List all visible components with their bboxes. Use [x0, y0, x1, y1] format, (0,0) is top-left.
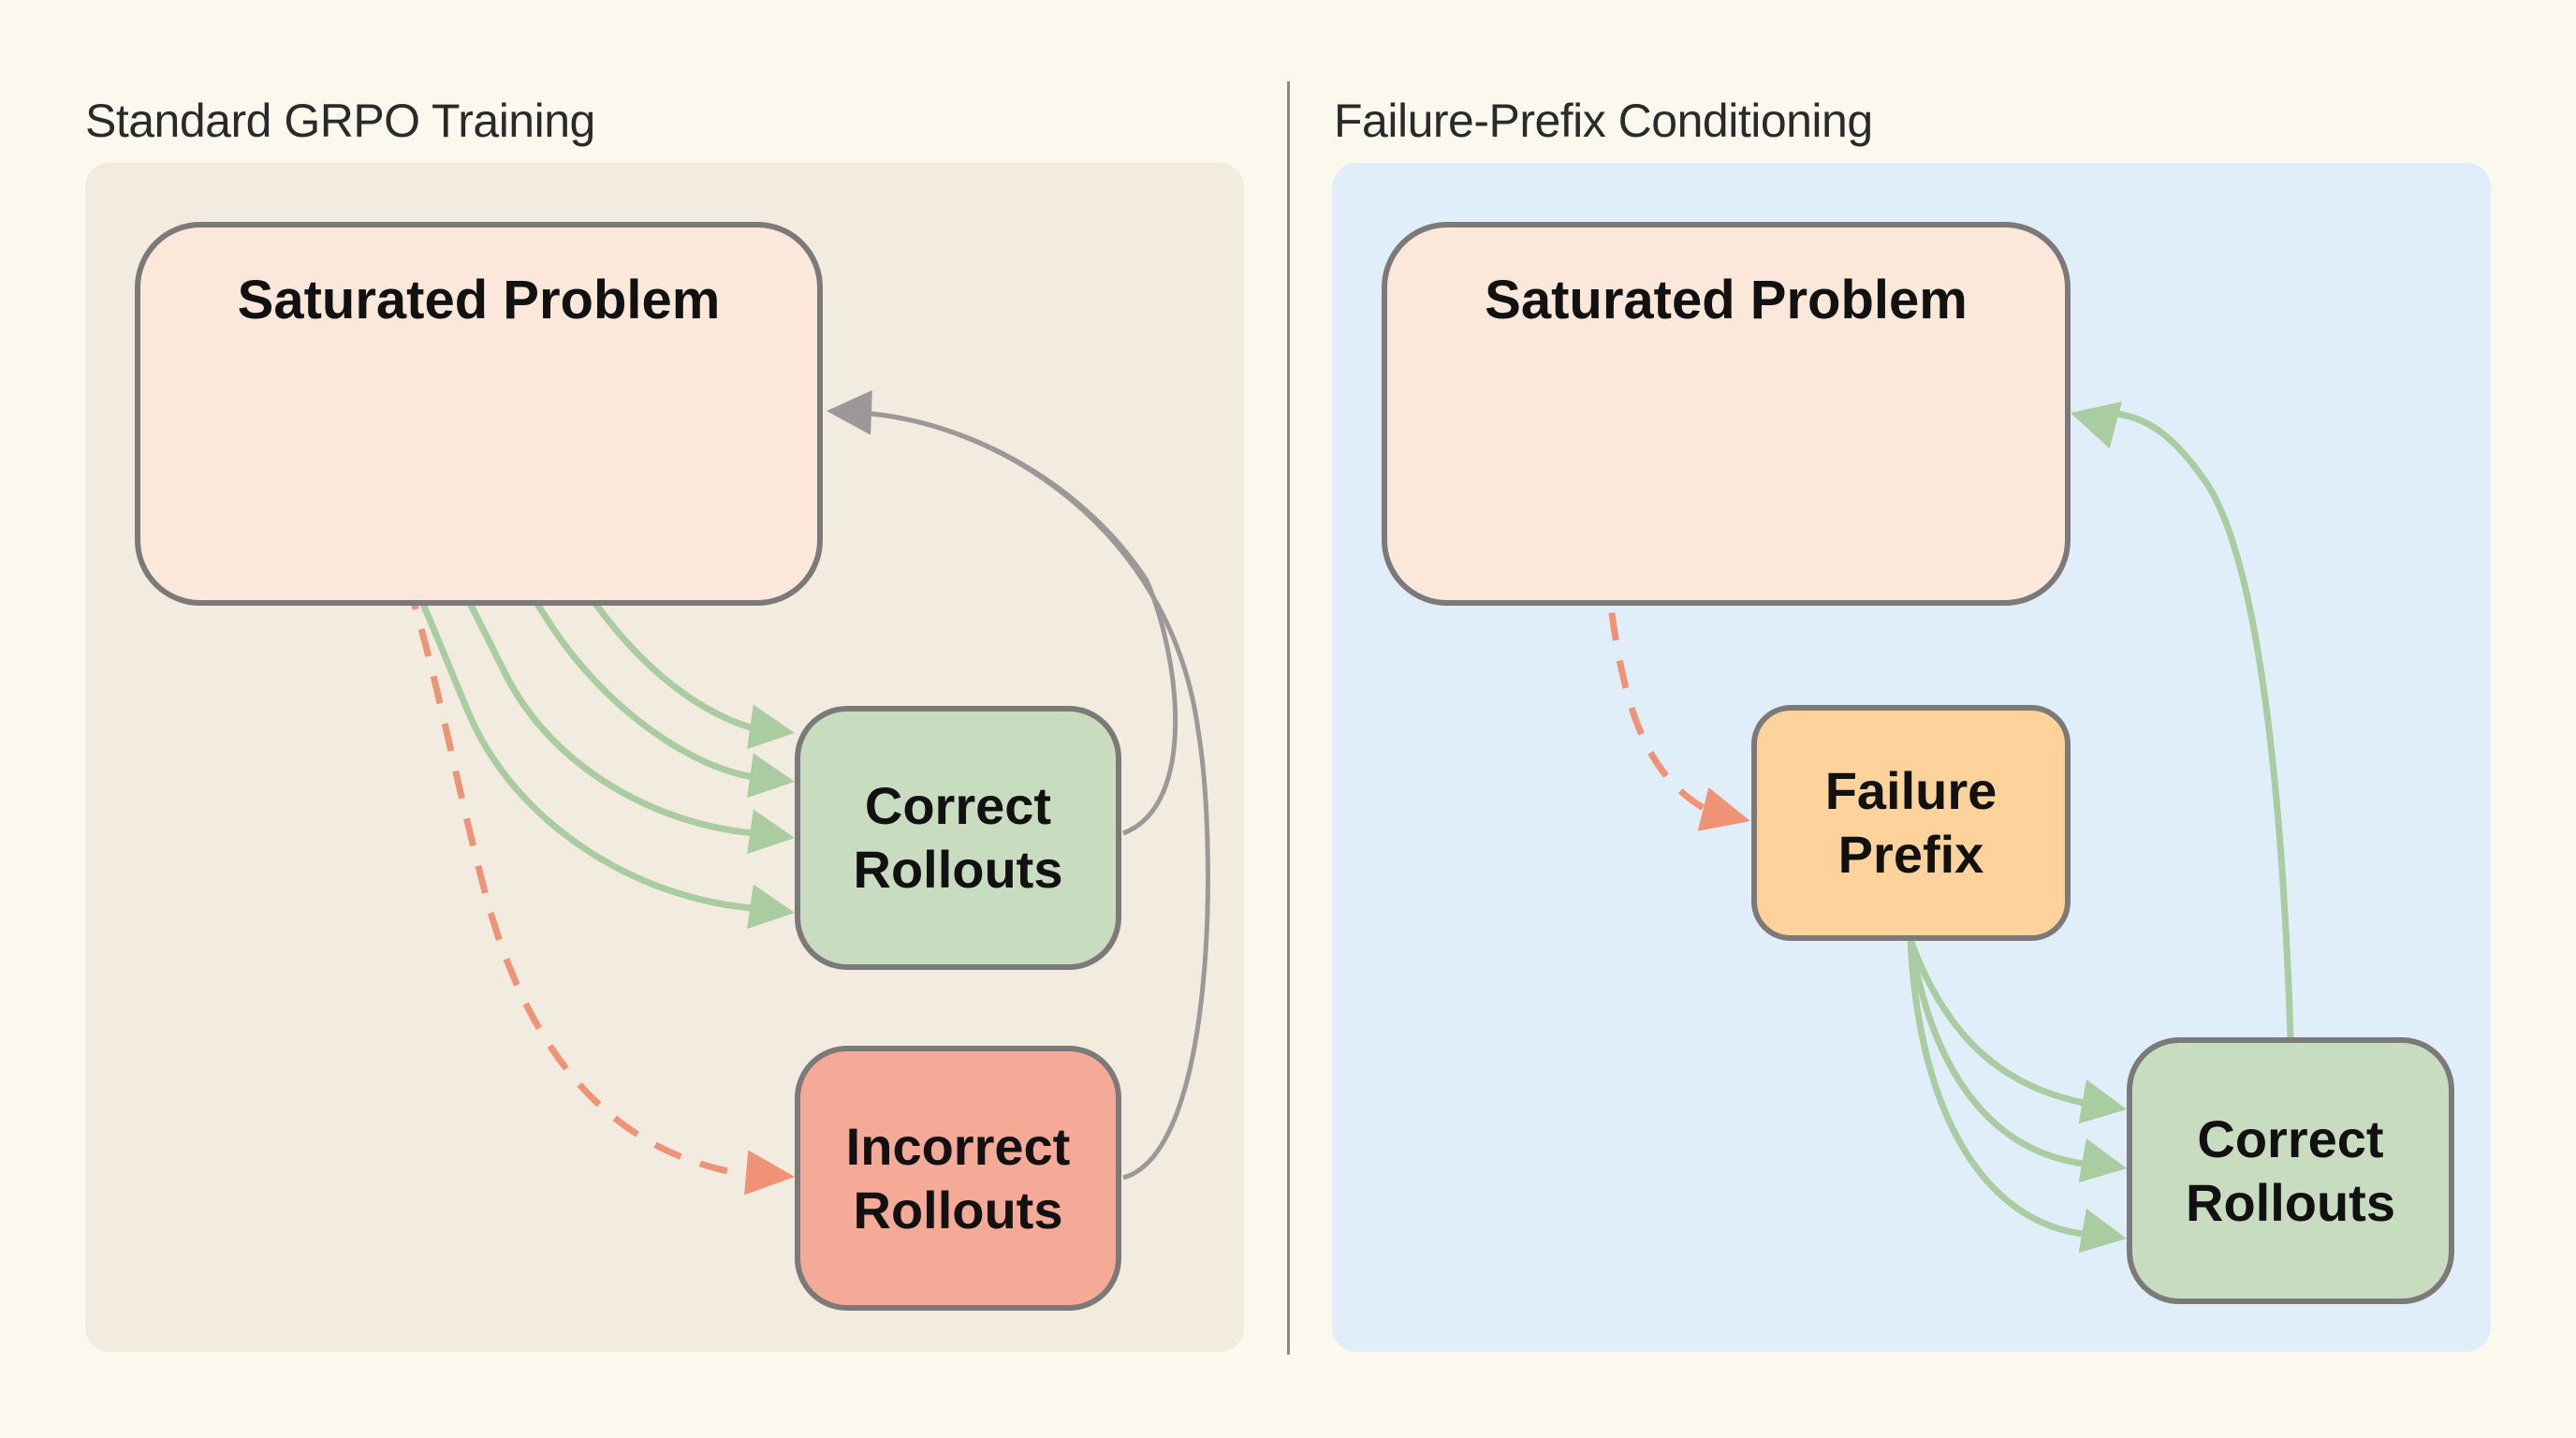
left-green-arrowhead — [747, 809, 795, 855]
failure-prefix-node: Failure Prefix — [1751, 705, 2071, 941]
section-divider — [1287, 81, 1290, 1355]
left-correct-rollouts-label: Correct Rollouts — [853, 776, 1063, 899]
incorrect-rollouts-label: Incorrect Rollouts — [845, 1116, 1071, 1240]
right-dashed-arrowhead — [1697, 787, 1750, 831]
feedback-arrow-incorrect — [860, 410, 1210, 1181]
incorrect-rollouts-node: Incorrect Rollouts — [795, 1046, 1121, 1311]
right-correct-rollouts-node: Correct Rollouts — [2127, 1037, 2454, 1304]
right-green-rollout-edge — [1907, 939, 2085, 1238]
left-section-title: Standard GRPO Training — [85, 95, 595, 147]
right-green-rollout-edge — [1907, 938, 2085, 1107]
right-green-arrowhead — [2078, 1138, 2127, 1183]
right-green-arrowhead — [2078, 1209, 2127, 1254]
left-saturated-problem-node: Saturated Problem — [135, 222, 823, 606]
left-correct-rollouts-node: Correct Rollouts — [795, 706, 1121, 970]
right-saturated-problem-node: Saturated Problem — [1382, 222, 2071, 606]
feedback-arrowhead — [827, 389, 872, 435]
right-feedback-edge — [2110, 409, 2294, 1038]
failure-prefix-label: Failure Prefix — [1824, 761, 1998, 884]
right-green-rollout-edge — [1907, 939, 2085, 1167]
right-green-arrowhead — [2078, 1079, 2127, 1124]
left-green-arrowhead — [747, 753, 795, 799]
right-saturated-problem-label: Saturated Problem — [1485, 270, 1968, 330]
left-dashed-arrowhead — [744, 1150, 795, 1196]
left-saturated-problem-label: Saturated Problem — [237, 270, 721, 330]
right-feedback-arrowhead — [2071, 401, 2123, 449]
right-correct-rollouts-label: Correct Rollouts — [2186, 1108, 2395, 1232]
right-section-title: Failure-Prefix Conditioning — [1334, 95, 1873, 147]
left-green-arrowhead — [747, 704, 795, 750]
left-green-arrowhead — [747, 884, 795, 930]
